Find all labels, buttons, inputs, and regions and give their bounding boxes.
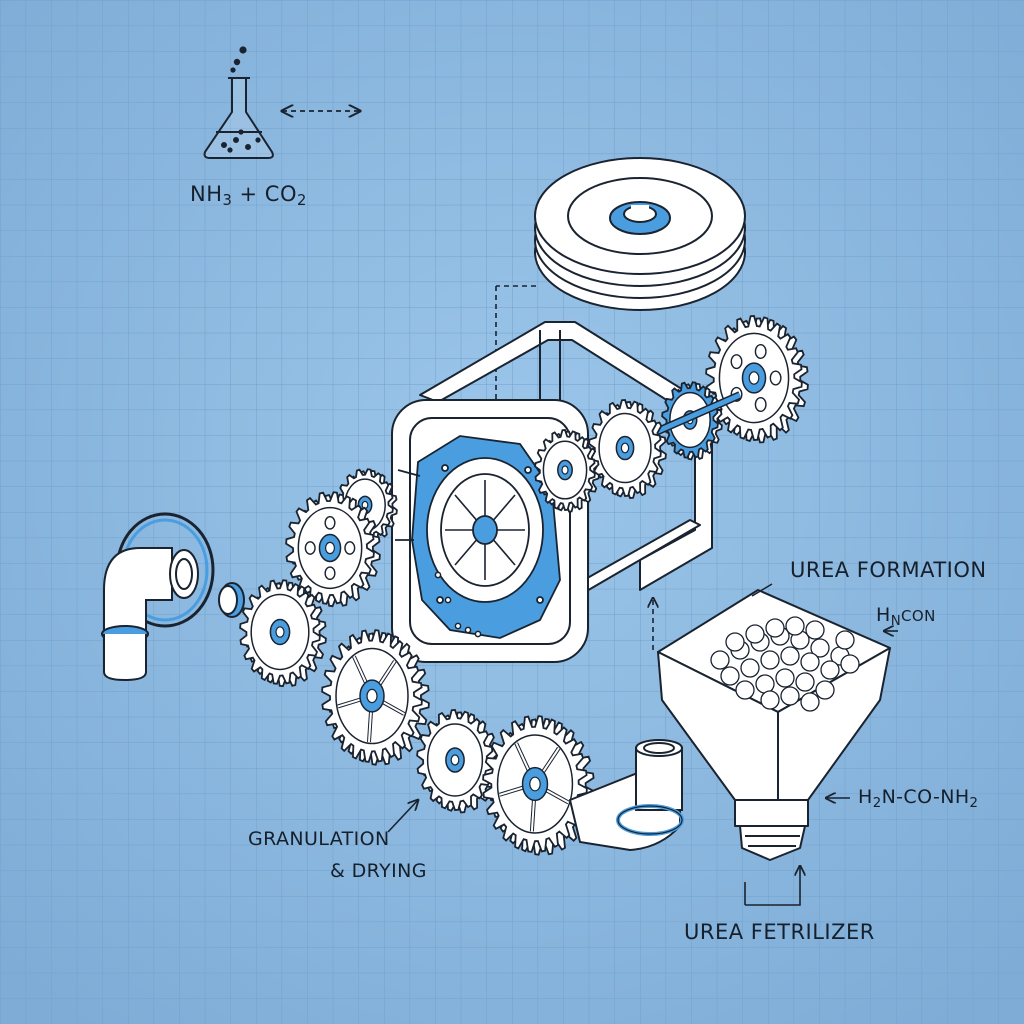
urea-granule — [800, 652, 820, 672]
urea-granule — [780, 686, 800, 706]
urea-granule — [760, 690, 780, 710]
flask-icon — [203, 46, 274, 159]
urea-granule — [835, 630, 855, 650]
urea-formula-label: H2N-CO-NH2 — [858, 786, 979, 811]
granulation-arrow — [387, 800, 418, 833]
gear-icon — [588, 399, 667, 499]
urea-granule — [815, 680, 835, 700]
gear-icon — [534, 429, 600, 513]
urea-granule — [720, 666, 740, 686]
granulation-label-line1: GRANULATION — [248, 828, 390, 850]
urea-granule — [820, 660, 840, 680]
fertilizer-leader — [744, 866, 800, 906]
urea-granule — [755, 674, 775, 694]
urea-granule — [760, 650, 780, 670]
urea-granule — [765, 618, 785, 638]
gear-train-right-front — [534, 399, 667, 513]
gear-icon — [239, 579, 327, 688]
urea-granule — [795, 672, 815, 692]
urea-granule — [810, 638, 830, 658]
urea-granule — [735, 680, 755, 700]
granule-icon — [710, 616, 860, 712]
granulation-label-line2: & DRYING — [330, 860, 427, 882]
gear-icon — [482, 715, 595, 856]
reactor-flange-icon — [395, 435, 561, 639]
gear-train-left — [239, 468, 595, 856]
hopper-icon — [657, 589, 891, 861]
urea-granule — [780, 646, 800, 666]
urea-granule — [725, 632, 745, 652]
urea-granule — [840, 654, 860, 674]
frame-bolt-holes — [434, 571, 482, 638]
side-formula-label: HNCON — [876, 604, 936, 629]
urea-granule — [785, 616, 805, 636]
outlet-pipe-icon — [568, 739, 684, 852]
gear-train-right — [661, 315, 809, 461]
formation-leader — [751, 583, 773, 597]
urea-granule — [745, 624, 765, 644]
gear-icon — [321, 629, 430, 766]
urea-fertilizer-label: UREA FETRILIZER — [684, 920, 875, 944]
urea-granule — [800, 692, 820, 712]
urea-granule — [740, 658, 760, 678]
urea-granule — [805, 620, 825, 640]
urea-granule — [775, 668, 795, 688]
gear-icon — [416, 709, 500, 814]
elbow-pipe-icon — [101, 512, 245, 682]
pulley-disc-icon — [534, 157, 746, 311]
urea-formation-label: UREA FORMATION — [790, 558, 987, 582]
gear-icon — [285, 491, 381, 608]
urea-granule — [710, 650, 730, 670]
reactants-label: NH3 + CO2 — [190, 182, 307, 210]
